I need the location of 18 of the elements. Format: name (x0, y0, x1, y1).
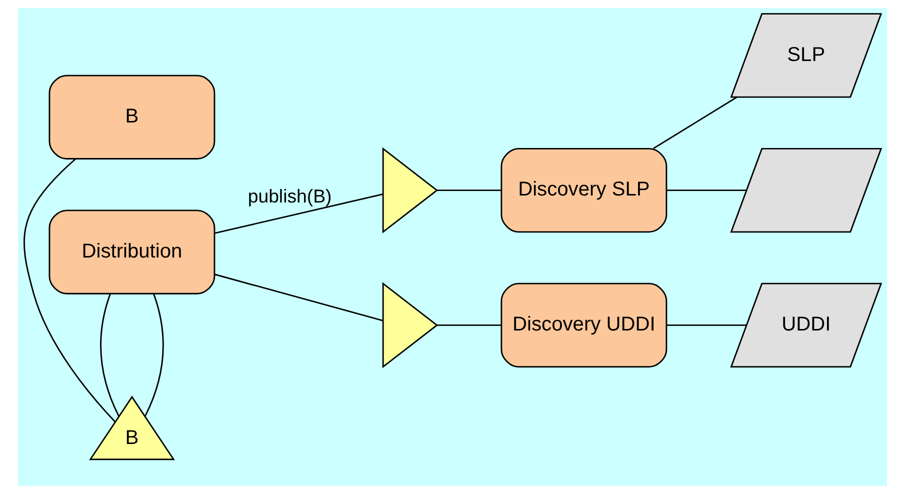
connector (436, 324, 501, 326)
node-box: Discovery SLP (500, 148, 667, 233)
connector (666, 324, 746, 326)
connector (144, 294, 164, 417)
node-parallelogram (730, 148, 882, 233)
node-box: Distribution (48, 210, 215, 294)
connector (23, 158, 116, 422)
node-box: B (48, 74, 215, 160)
connector (652, 96, 737, 149)
node-triangle (382, 147, 438, 234)
connector (100, 294, 120, 417)
connector (214, 194, 382, 234)
connector (214, 274, 382, 322)
edge-label: publish(B) (247, 185, 332, 206)
node-box: Discovery UDDI (500, 282, 667, 368)
connector (436, 190, 501, 192)
node-triangle (382, 282, 438, 368)
connector (666, 190, 746, 192)
